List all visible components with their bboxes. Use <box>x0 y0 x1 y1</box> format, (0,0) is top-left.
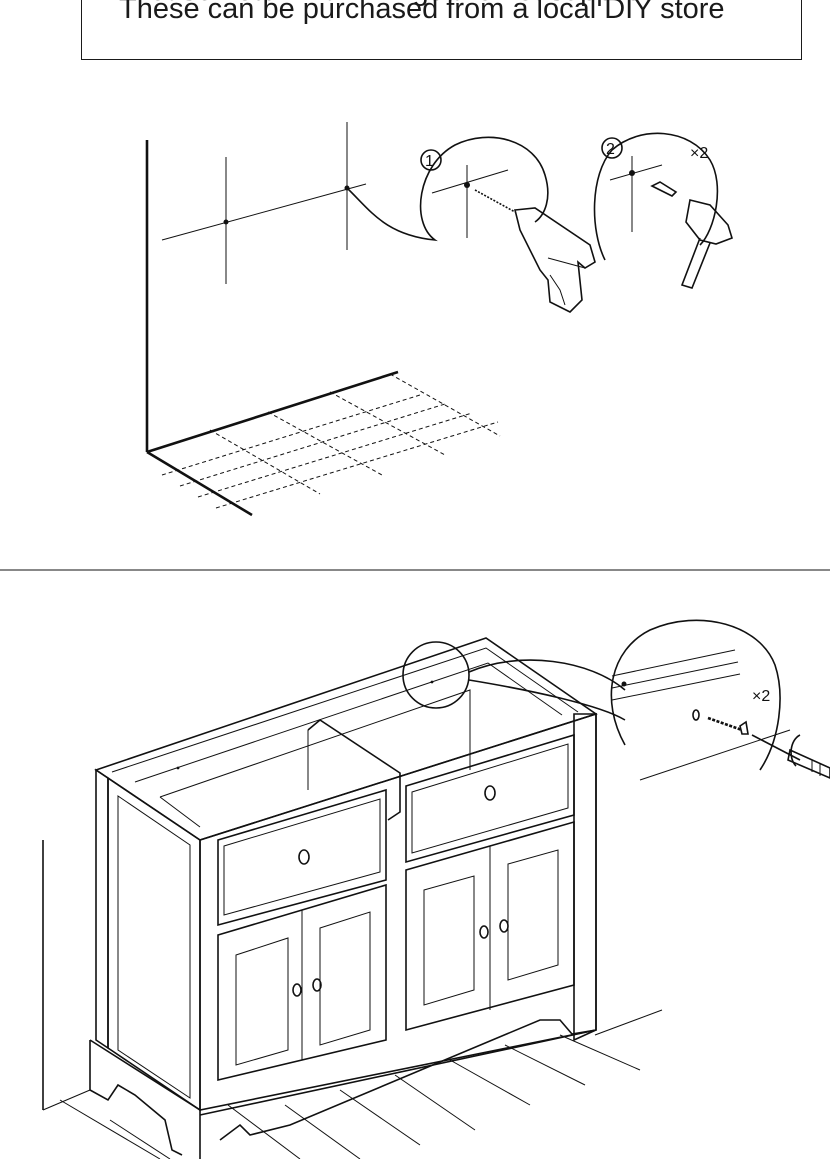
drawer-right <box>405 733 575 864</box>
floor-lines <box>42 1009 663 1159</box>
drawer-left <box>217 788 387 927</box>
doors-right <box>405 820 575 1032</box>
screwdriver-icon <box>751 734 830 779</box>
drawer-knob <box>298 849 310 865</box>
floor-grid <box>161 373 501 509</box>
wall-fixings-note: Please note - wall fixings are not suppl… <box>81 0 802 60</box>
step2-cabinet-illustration <box>42 637 663 1159</box>
door-knob <box>479 925 489 939</box>
washer-icon <box>692 709 700 721</box>
quantity-x2-wall: ×2 <box>690 145 708 162</box>
door-knob <box>312 978 322 992</box>
quantity-x2-cabinet: ×2 <box>752 688 770 705</box>
marker-1: 1 <box>425 153 434 170</box>
note-line-1: Please note - wall fixings are not suppl… <box>124 0 658 8</box>
callout-plug-hammer: 2 ×2 <box>593 132 733 289</box>
wall-plug-icon <box>650 181 678 197</box>
door-knob <box>292 983 302 997</box>
callout-drill: 1 <box>346 136 596 313</box>
drill-icon <box>513 207 596 313</box>
marker-2: 2 <box>606 141 615 158</box>
screw-icon <box>707 716 749 735</box>
drawer-knob <box>484 785 496 801</box>
door-knob <box>499 919 509 933</box>
doors-left <box>217 883 387 1082</box>
note-line-2: These can be purchased from a local DIY … <box>119 0 725 25</box>
callout-screw: ×2 <box>402 619 830 781</box>
hammer-icon <box>680 199 733 289</box>
step1-wall-illustration <box>145 122 501 517</box>
